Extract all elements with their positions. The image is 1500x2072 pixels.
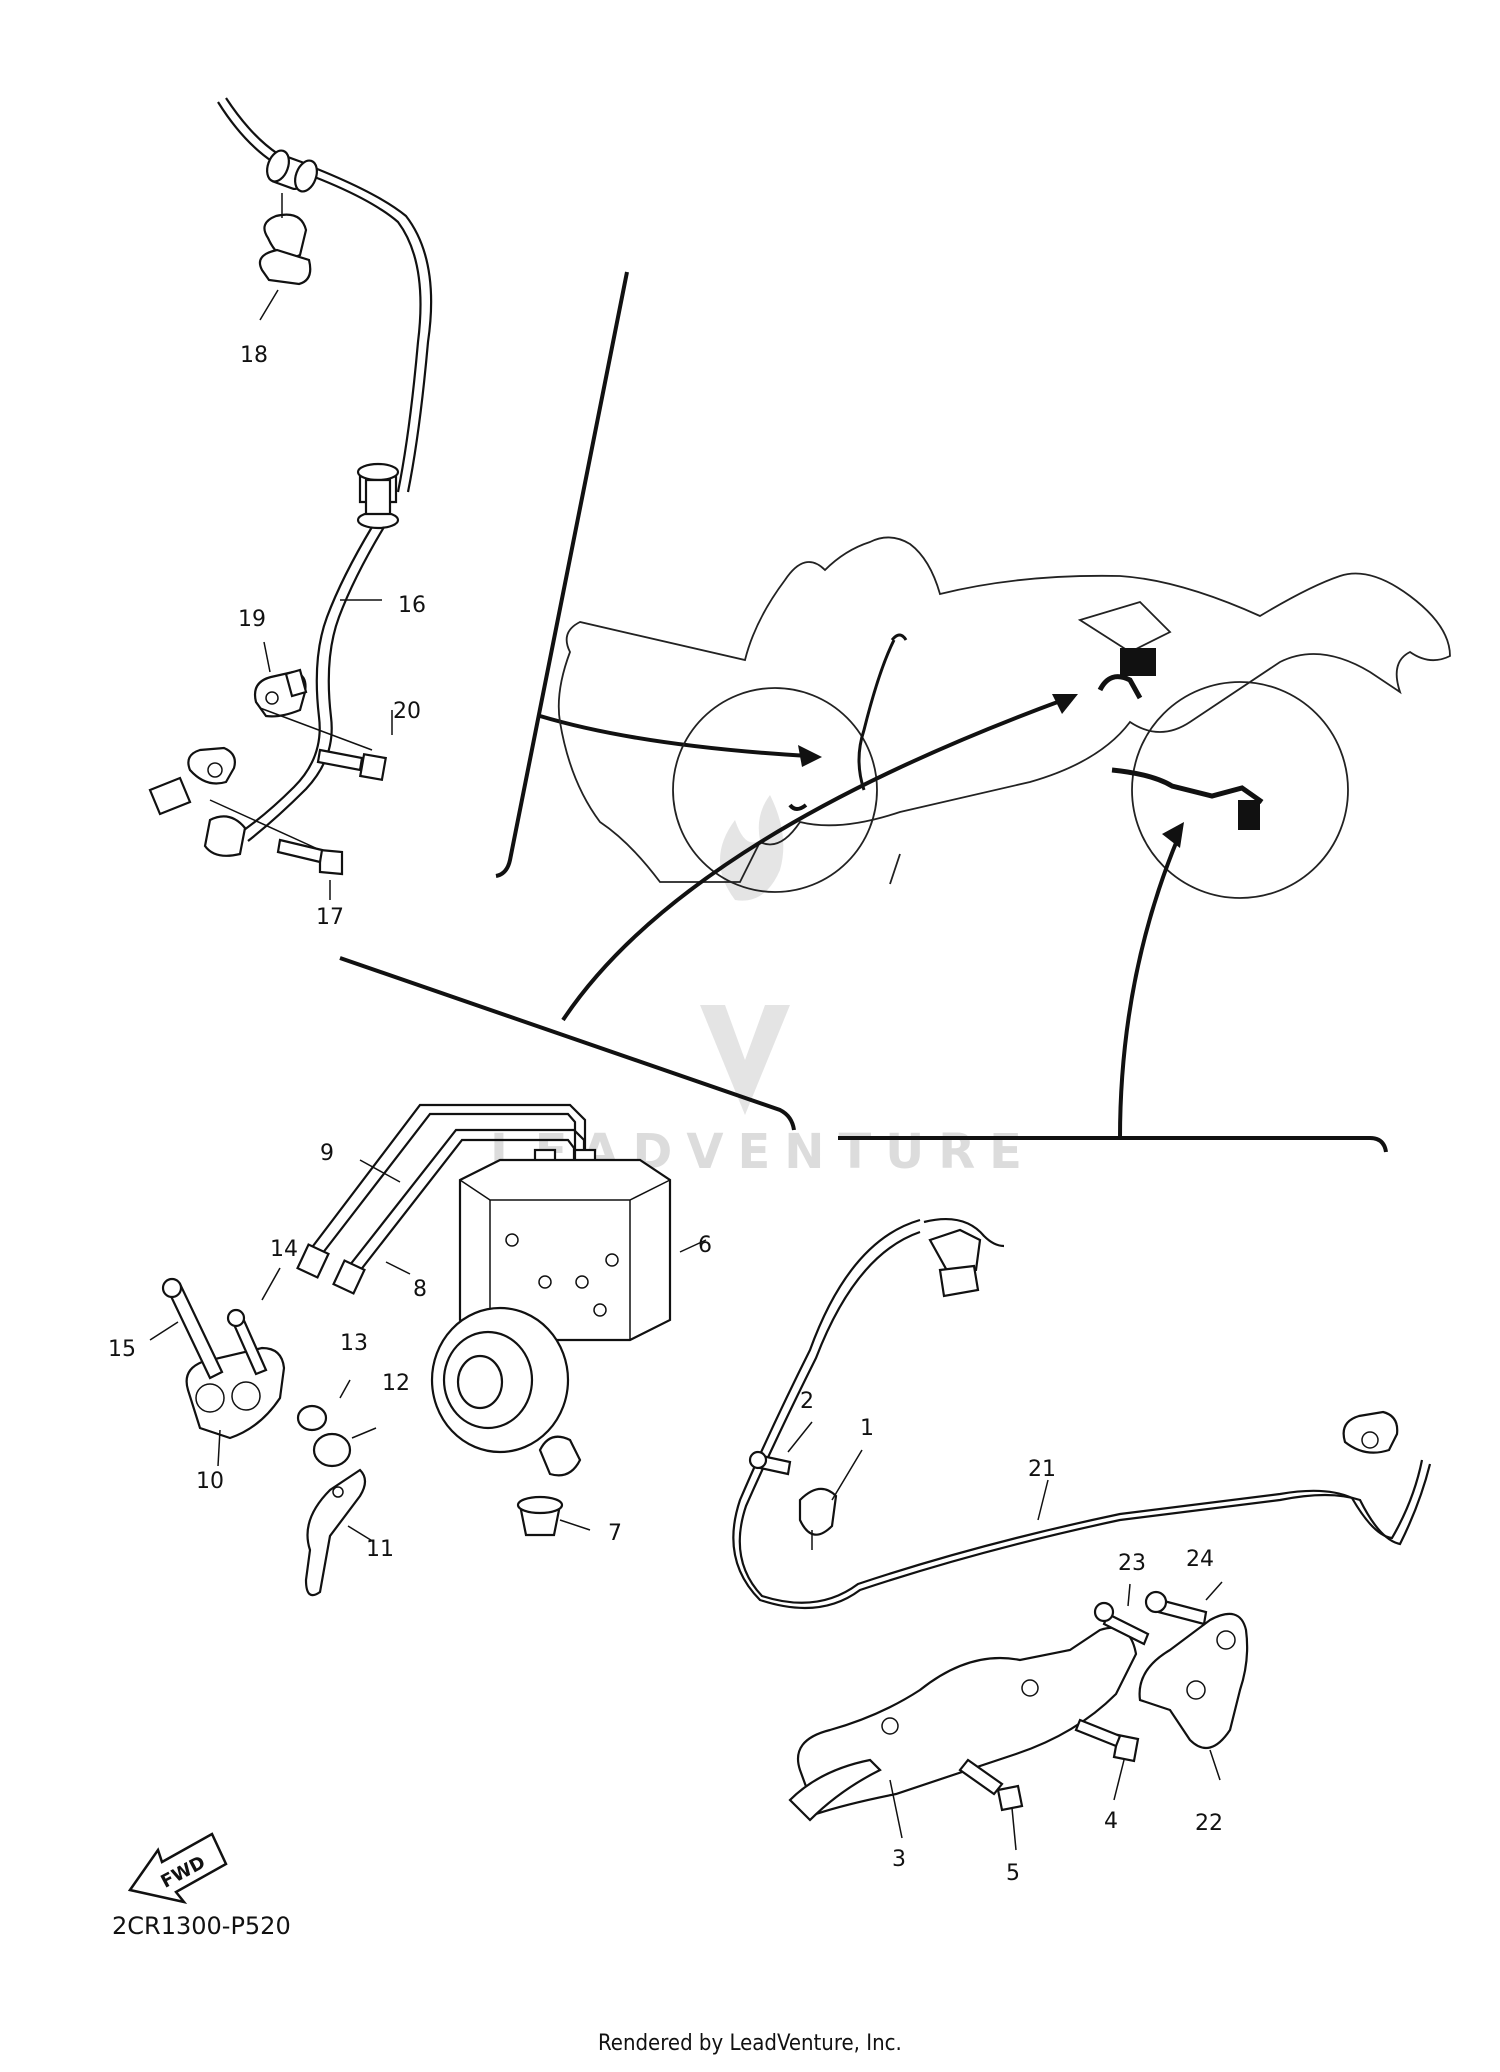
grommet-middle — [356, 462, 400, 530]
part-label-3: 3 — [892, 1847, 906, 1872]
part-label-16: 16 — [398, 593, 426, 618]
part-label-18: 18 — [240, 343, 268, 368]
part-label-2: 2 — [800, 1389, 814, 1414]
bolt-part-17 — [276, 838, 344, 876]
part-label-15: 15 — [108, 1337, 136, 1362]
part-label-10: 10 — [196, 1469, 224, 1494]
watermark: LEADVENTURE — [490, 795, 1022, 1180]
part-label-11: 11 — [366, 1537, 394, 1562]
abs-hydraulic-unit — [149, 1103, 707, 1597]
part-label-14: 14 — [270, 1237, 298, 1262]
upper-arrowhead — [798, 745, 822, 767]
rear-sensor-connector — [928, 1228, 982, 1298]
part-label-20: 20 — [393, 699, 421, 724]
rear-sensor-lead-group — [732, 1218, 1432, 1851]
motorcycle-outline — [557, 536, 1451, 899]
part-label-8: 8 — [413, 1277, 427, 1302]
part-label-12: 12 — [382, 1371, 410, 1396]
middle-callout-arrow — [561, 698, 1064, 1022]
front-sensor-lead-group — [148, 97, 433, 900]
fwd-arrow-icon: FWD — [127, 1832, 228, 1904]
part-labels: 1 2 3 4 5 6 7 8 9 10 11 12 13 14 15 16 1… — [108, 343, 1223, 1886]
clamp-part-18 — [258, 193, 312, 286]
wheel-sensor-rear — [1342, 1410, 1399, 1454]
part-label-21: 21 — [1028, 1457, 1056, 1482]
render-credit: Rendered by LeadVenture, Inc. — [598, 2031, 902, 2056]
part-label-22: 22 — [1195, 1811, 1223, 1836]
part-label-9: 9 — [320, 1141, 334, 1166]
right-callout-bracket — [838, 1136, 1388, 1153]
diagram-code: 2CR1300-P520 — [112, 1912, 291, 1940]
right-callout-arrow — [1118, 837, 1180, 1139]
grommet-top — [266, 149, 318, 193]
part-label-23: 23 — [1118, 1551, 1146, 1576]
upper-callout-bracket — [495, 271, 629, 878]
middle-arrowhead — [1052, 694, 1078, 714]
part-label-5: 5 — [1006, 1861, 1020, 1886]
part-label-24: 24 — [1186, 1547, 1214, 1572]
part-label-6: 6 — [698, 1233, 712, 1258]
part-label-7: 7 — [608, 1521, 622, 1546]
part-label-13: 13 — [340, 1331, 368, 1356]
right-arrowhead — [1162, 822, 1184, 848]
part-label-19: 19 — [238, 607, 266, 632]
part-label-17: 17 — [316, 905, 344, 930]
wheel-sensor-front — [148, 746, 247, 857]
bolt-part-20 — [316, 748, 388, 782]
part-label-1: 1 — [860, 1416, 874, 1441]
part-label-4: 4 — [1104, 1809, 1118, 1834]
middle-callout-bracket — [339, 956, 796, 1131]
upper-callout-arrow — [539, 714, 809, 758]
